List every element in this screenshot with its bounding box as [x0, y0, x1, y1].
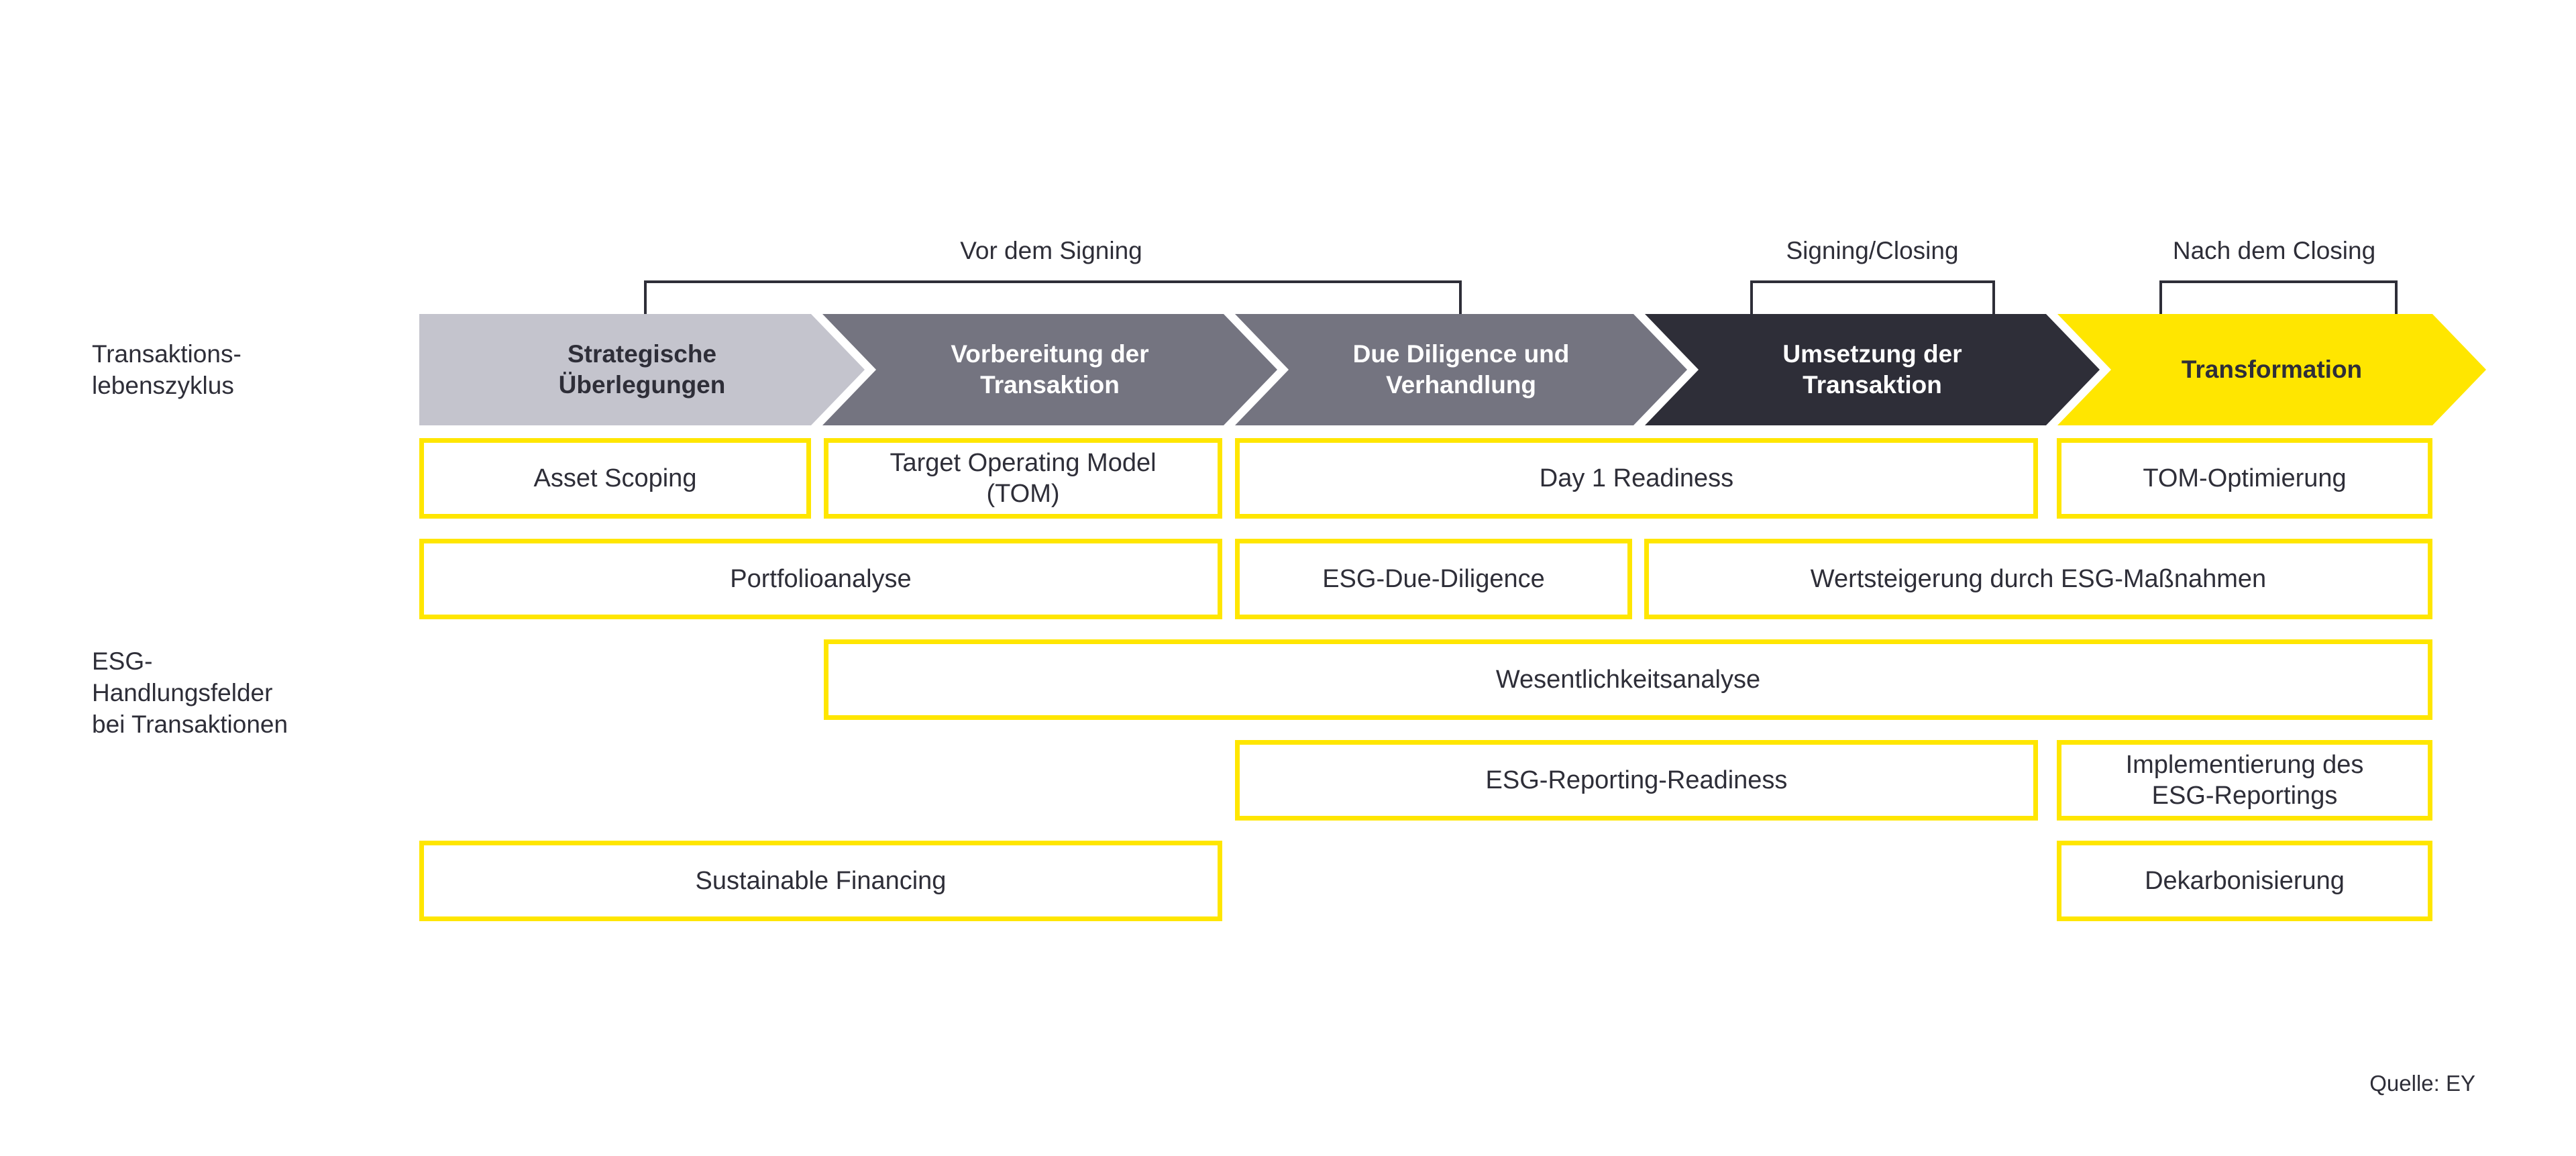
phase-label-nach-dem-closing: Nach dem Closing — [2172, 237, 2376, 264]
esg-field-dekarbonisierung: Dekarbonisierung — [2057, 841, 2432, 921]
stage-label-vorbereitung-der-transaktion: Vorbereitung der Transaktion — [951, 340, 1149, 399]
stage-arrow-due-diligence-und-verhandlung — [1235, 314, 1687, 425]
stage-label-strategische-ueberlegungen: Strategische Überlegungen — [558, 340, 726, 399]
stage-arrow-umsetzung-der-transaktion — [1645, 314, 2100, 425]
stage-label-transformation: Transformation — [2181, 356, 2363, 383]
bracket-signing-closing — [1750, 280, 1995, 314]
esg-field-sustainable-financing: Sustainable Financing — [419, 841, 1222, 921]
esg-axis-label: ESG- Handlungsfelder bei Transaktionen — [92, 647, 288, 738]
esg-field-target-operating-model: Target Operating Model (TOM) — [824, 438, 1222, 519]
bracket-nach-dem-closing — [2159, 280, 2398, 314]
esg-field-implementierung-des-esg-reportings: Implementierung des ESG-Reportings — [2057, 740, 2432, 821]
esg-field-wertsteigerung-durch-esg-massnahmen: Wertsteigerung durch ESG-Maßnahmen — [1644, 539, 2432, 619]
esg-field-esg-due-diligence: ESG-Due-Diligence — [1235, 539, 1632, 619]
lifecycle-axis-label: Transaktions- lebenszyklus — [92, 340, 241, 399]
stage-arrow-transformation — [2057, 314, 2486, 425]
phase-label-vor-dem-signing: Vor dem Signing — [960, 237, 1142, 264]
stage-arrow-strategische-ueberlegungen — [419, 314, 865, 425]
esg-field-portfolioanalyse: Portfolioanalyse — [419, 539, 1222, 619]
phase-label-signing-closing: Signing/Closing — [1786, 237, 1959, 264]
stage-label-due-diligence-und-verhandlung: Due Diligence und Verhandlung — [1352, 340, 1570, 399]
esg-field-asset-scoping: Asset Scoping — [419, 438, 811, 519]
source-note: Quelle: EY — [2369, 1071, 2475, 1096]
stage-label-umsetzung-der-transaktion: Umsetzung der Transaktion — [1782, 340, 1962, 399]
esg-field-esg-reporting-readiness: ESG-Reporting-Readiness — [1235, 740, 2038, 821]
esg-field-tom-optimierung: TOM-Optimierung — [2057, 438, 2432, 519]
esg-field-day-1-readiness: Day 1 Readiness — [1235, 438, 2038, 519]
bracket-vor-dem-signing — [644, 280, 1462, 314]
esg-field-wesentlichkeitsanalyse: Wesentlichkeitsanalyse — [824, 639, 2432, 720]
stage-arrow-vorbereitung-der-transaktion — [822, 314, 1277, 425]
